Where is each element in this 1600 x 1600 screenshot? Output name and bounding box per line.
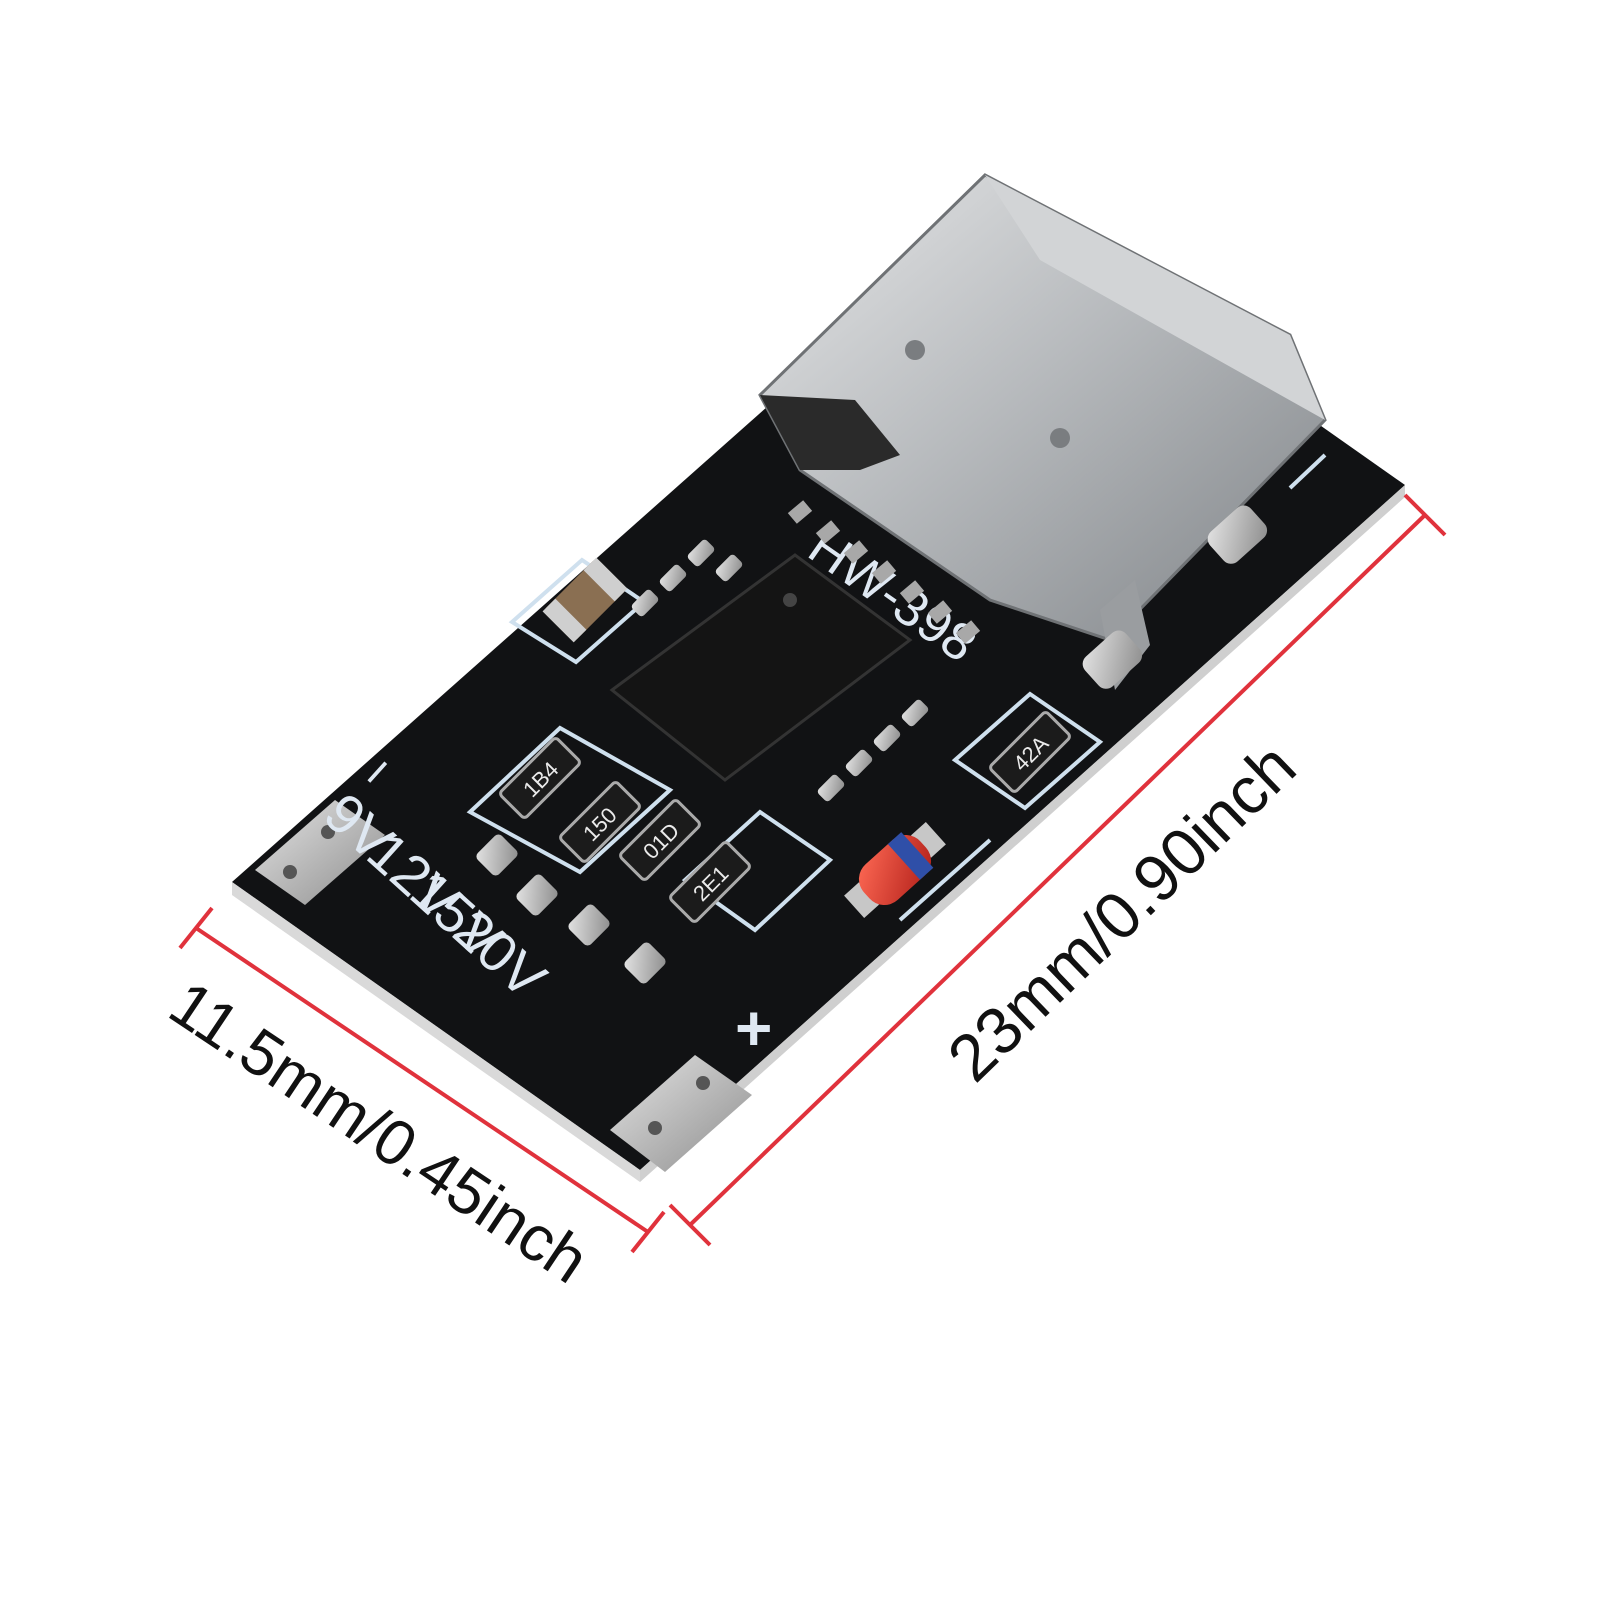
controller-ic: [609, 539, 929, 802]
connector-pins: [787, 500, 981, 644]
zener-diode: [844, 822, 946, 918]
capacitor: [542, 557, 628, 643]
plus-label: +: [735, 992, 772, 1064]
silkscreen-outlines: [466, 453, 1327, 933]
resistor-3: 01D: [619, 799, 701, 881]
resistor-2: 150: [559, 781, 641, 863]
plus-pad: [610, 1055, 752, 1172]
minus-pad: [255, 800, 385, 905]
usb-c-connector: [758, 173, 1327, 690]
board-side: [232, 882, 640, 1182]
board-side-long: [640, 485, 1405, 1182]
selection-pads: [476, 834, 666, 984]
